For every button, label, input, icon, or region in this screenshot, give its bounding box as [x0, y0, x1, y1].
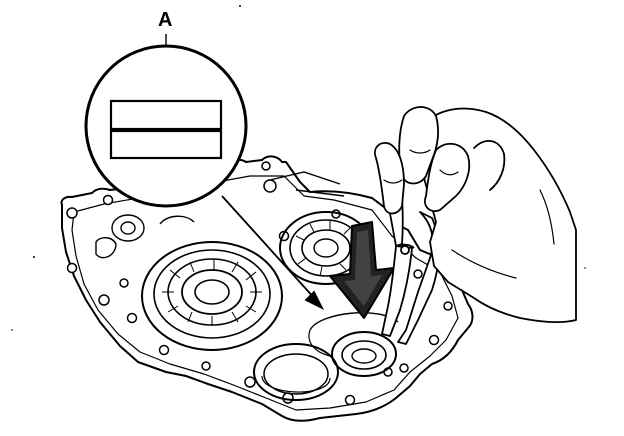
transmission-housing: [60, 155, 474, 422]
bearing-large-left: [141, 241, 283, 351]
bolt-holes: [66, 161, 453, 406]
housing-features: [95, 171, 345, 259]
snap-ring-detail: [84, 44, 248, 208]
hand: [374, 106, 577, 324]
bore-bottom-left: [253, 343, 339, 401]
callout-label-a: A: [158, 9, 173, 31]
specks: [11, 5, 586, 331]
push-arrow: [329, 221, 395, 319]
leader-line: [221, 195, 325, 311]
